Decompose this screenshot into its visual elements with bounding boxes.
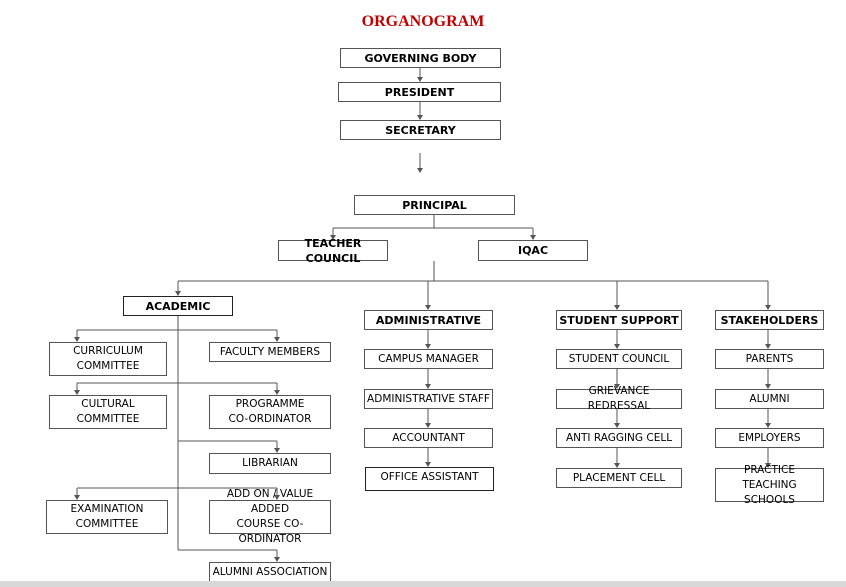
node-campus-manager: CAMPUS MANAGER bbox=[364, 349, 493, 369]
node-alumni-association: ALUMNI ASSOCIATION bbox=[209, 562, 331, 582]
arrowhead-43 bbox=[274, 557, 280, 562]
node-administrative-staff: ADMINISTRATIVE STAFF bbox=[364, 389, 493, 409]
page-title: ORGANOGRAM bbox=[361, 13, 485, 30]
node-student-support: STUDENT SUPPORT bbox=[556, 310, 682, 330]
node-alumni: ALUMNI bbox=[715, 389, 824, 409]
node-librarian: LIBRARIAN bbox=[209, 453, 331, 474]
arrowhead-53 bbox=[614, 344, 620, 349]
arrowhead-1 bbox=[417, 77, 423, 82]
page-bottom-edge bbox=[0, 581, 846, 587]
node-office-assistant: OFFICE ASSISTANT bbox=[365, 467, 494, 491]
arrowhead-3 bbox=[417, 115, 423, 120]
arrowhead-32 bbox=[274, 390, 280, 395]
arrowhead-11 bbox=[530, 235, 536, 240]
node-curriculum-committee: CURRICULUM COMMITTEE bbox=[49, 342, 167, 376]
node-faculty-members: FACULTY MEMBERS bbox=[209, 342, 331, 362]
node-programme-coordinator: PROGRAMME CO-ORDINATOR bbox=[209, 395, 331, 429]
node-cultural-committee: CULTURAL COMMITTEE bbox=[49, 395, 167, 429]
node-president: PRESIDENT bbox=[338, 82, 501, 102]
arrowhead-59 bbox=[614, 463, 620, 468]
node-anti-ragging-cell: ANTI RAGGING CELL bbox=[556, 428, 682, 448]
arrowhead-63 bbox=[765, 384, 771, 389]
arrowhead-51 bbox=[425, 462, 431, 467]
node-grievance-redressal: GRIEVANCE REDRESSAL bbox=[556, 385, 682, 412]
node-teacher-council: TEACHER COUNCIL bbox=[278, 237, 388, 265]
node-practice-teaching-schools: PRACTICE TEACHING SCHOOLS bbox=[715, 464, 824, 506]
node-parents: PARENTS bbox=[715, 349, 824, 369]
arrowhead-19 bbox=[614, 305, 620, 310]
node-iqac: IQAC bbox=[478, 240, 588, 261]
arrowhead-15 bbox=[175, 291, 181, 296]
arrowhead-65 bbox=[765, 423, 771, 428]
node-academic: ACADEMIC bbox=[123, 296, 233, 316]
arrowhead-38 bbox=[74, 495, 80, 500]
node-principal: PRINCIPAL bbox=[354, 195, 515, 215]
node-placement-cell: PLACEMENT CELL bbox=[556, 468, 682, 488]
arrowhead-17 bbox=[425, 305, 431, 310]
arrowhead-61 bbox=[765, 344, 771, 349]
node-examination-committee: EXAMINATION COMMITTEE bbox=[46, 500, 168, 534]
node-employers: EMPLOYERS bbox=[715, 428, 824, 448]
arrowhead-30 bbox=[74, 390, 80, 395]
arrowhead-67 bbox=[765, 463, 771, 468]
arrowhead-27 bbox=[274, 337, 280, 342]
arrowhead-35 bbox=[274, 448, 280, 453]
node-add-on-coordinator: ADD ON / VALUE ADDED COURSE CO-ORDINATOR bbox=[209, 488, 331, 545]
node-governing-body: GOVERNING BODY bbox=[340, 48, 501, 68]
node-accountant: ACCOUNTANT bbox=[364, 428, 493, 448]
arrowhead-45 bbox=[425, 344, 431, 349]
arrowhead-49 bbox=[425, 423, 431, 428]
arrowhead-5 bbox=[417, 168, 423, 173]
arrowhead-57 bbox=[614, 423, 620, 428]
arrowhead-55 bbox=[614, 384, 620, 389]
arrowhead-9 bbox=[330, 235, 336, 240]
node-stakeholders: STAKEHOLDERS bbox=[715, 310, 824, 330]
arrowhead-25 bbox=[74, 337, 80, 342]
node-student-council: STUDENT COUNCIL bbox=[556, 349, 682, 369]
node-secretary: SECRETARY bbox=[340, 120, 501, 140]
arrowhead-40 bbox=[274, 495, 280, 500]
arrowhead-47 bbox=[425, 384, 431, 389]
node-administrative: ADMINISTRATIVE bbox=[364, 310, 493, 330]
arrowhead-21 bbox=[765, 305, 771, 310]
